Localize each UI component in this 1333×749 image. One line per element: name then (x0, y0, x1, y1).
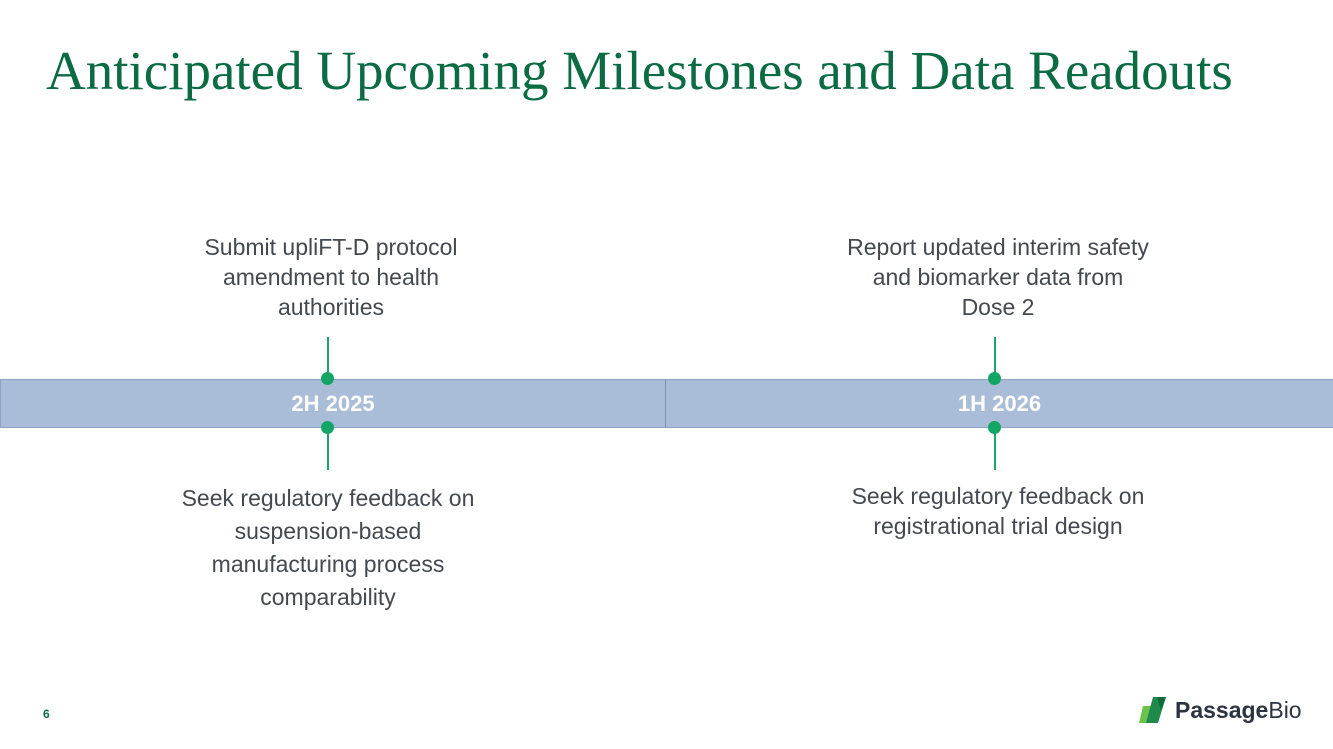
milestone-line: Seek regulatory feedback on (181, 485, 475, 511)
milestone-line: Report updated interim safety (847, 234, 1149, 260)
passage-bio-mark-icon (1139, 697, 1166, 723)
logo-wordmark: PassageBio (1175, 696, 1302, 724)
timeline-band-2h2025: 2H 2025 (0, 379, 666, 428)
milestone-line: suspension-based (234, 518, 422, 544)
passage-bio-logo: PassageBio (1139, 696, 1302, 724)
connector-1h2026-bottom (994, 428, 996, 470)
milestone-2h2025-below: Seek regulatory feedback on suspension-b… (108, 482, 548, 614)
milestone-line: comparability (260, 584, 396, 610)
slide-title: Anticipated Upcoming Milestones and Data… (46, 40, 1233, 101)
timeline-band-1h2026: 1H 2026 (666, 379, 1333, 428)
marker-dot-2h2025-bottom (321, 421, 334, 434)
connector-2h2025-top (327, 337, 329, 379)
connector-2h2025-bottom (327, 428, 329, 470)
marker-dot-2h2025-top (321, 372, 334, 385)
milestone-1h2026-below: Seek regulatory feedback on registration… (778, 481, 1218, 541)
connector-1h2026-top (994, 337, 996, 379)
period-label-2h2025: 2H 2025 (291, 390, 375, 416)
marker-dot-1h2026-top (988, 372, 1001, 385)
page-number: 6 (43, 707, 50, 721)
milestone-line: Submit upliFT-D protocol (204, 234, 458, 260)
milestone-line: Seek regulatory feedback on (851, 483, 1145, 509)
milestone-1h2026-above: Report updated interim safety and biomar… (798, 232, 1198, 322)
milestone-line: and biomarker data from (872, 264, 1124, 290)
milestone-line: amendment to health (222, 264, 440, 290)
marker-dot-1h2026-bottom (988, 421, 1001, 434)
milestone-2h2025-above: Submit upliFT-D protocol amendment to he… (131, 232, 531, 322)
logo-word-bio: Bio (1268, 697, 1302, 723)
milestone-line: Dose 2 (961, 294, 1035, 320)
milestone-line: registrational trial design (873, 513, 1123, 539)
period-label-1h2026: 1H 2026 (957, 390, 1042, 416)
milestone-line: manufacturing process (211, 551, 445, 577)
milestone-line: authorities (277, 294, 385, 320)
logo-word-passage: Passage (1175, 697, 1269, 723)
